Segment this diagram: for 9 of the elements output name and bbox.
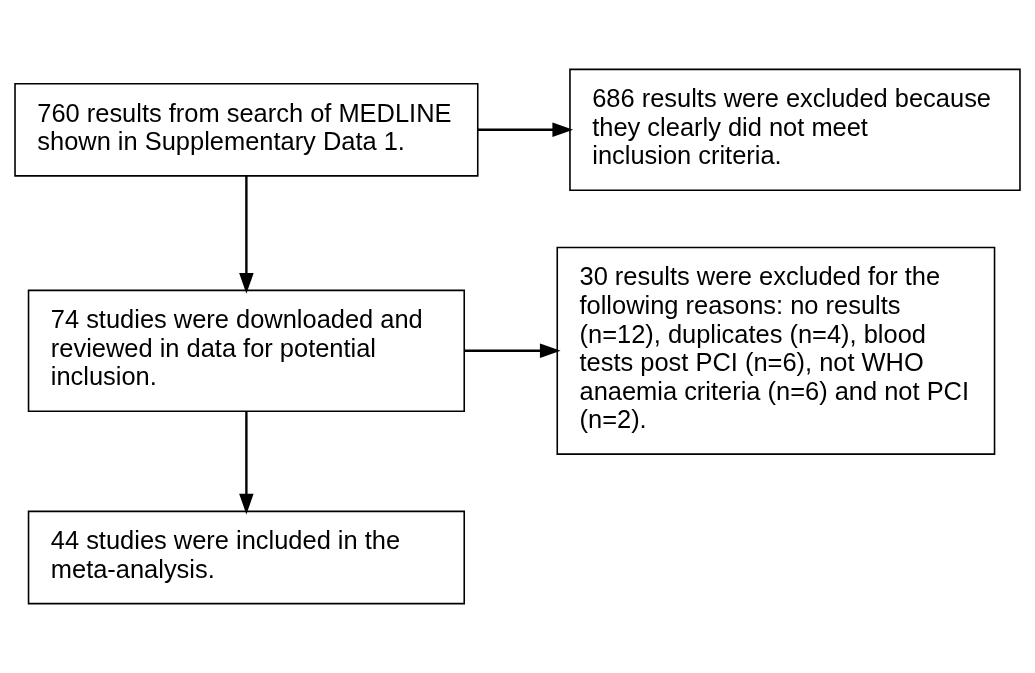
node-box: 74 studies were downloaded and reviewed in data for potential inclusion. [27,289,466,413]
node-box: 760 results from search of MEDLINE shown in Supplementary Data 1. [14,82,479,177]
node-box: 686 results were excluded because they clearly did not meet inclusion criteria. [569,68,1021,191]
arrow [464,343,561,359]
arrow [239,176,254,294]
arrow [477,122,574,138]
node-box: 30 results were excluded for the following reasons: no results (n=12), duplicates (n=4), blood tests post PCI (n=6), not WHO anaemia criteria (n=6) and not PCI (n=2). [556,246,996,455]
node-box: 44 studies were included in the meta-analysis. [27,510,466,605]
arrow [239,411,254,515]
